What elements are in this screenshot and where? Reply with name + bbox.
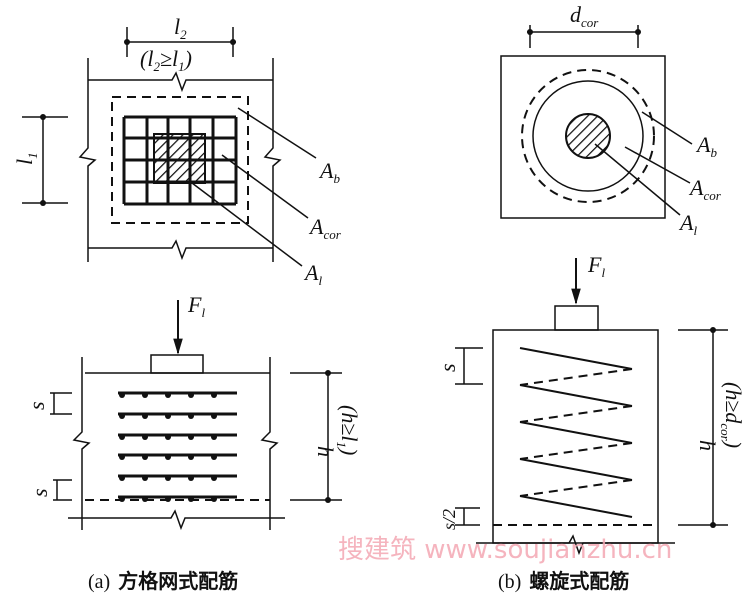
- spiral-back-segment: [519, 368, 633, 386]
- bar-section-dot: [188, 475, 194, 481]
- mesh-layers: [118, 391, 237, 502]
- dimension-l2: l2 (l2≥l1): [124, 14, 236, 74]
- bar-section-dot: [211, 496, 217, 502]
- bar-section-dot: [142, 392, 148, 398]
- caption-a: (a)方格网式配筋: [88, 569, 238, 593]
- bar-section-dot: [211, 413, 217, 419]
- label-Acor: Acor: [308, 214, 342, 242]
- bar-section-dot: [142, 475, 148, 481]
- spiral-reinforcement: [519, 347, 633, 518]
- bar-section-dot: [119, 434, 125, 440]
- dimension-h: h (h≥dcor): [678, 327, 746, 528]
- figure-b-elevation: Fl s s/2 h (h≥dcor) (b)螺旋式配筋: [435, 252, 746, 593]
- bar-section-dot: [188, 454, 194, 460]
- figure-a-plan: l2 (l2≥l1) l1: [12, 14, 342, 288]
- bar-section-dot: [119, 496, 125, 502]
- svg-text:(h≥l1): (h≥l1): [334, 405, 362, 455]
- svg-text:h: h: [313, 446, 338, 457]
- svg-text:(h≥dcor): (h≥dcor): [718, 382, 746, 448]
- l2-condition: (l2≥l1): [140, 46, 192, 74]
- bar-section-dot: [165, 454, 171, 460]
- label-Ab: Ab: [695, 132, 717, 160]
- svg-text:l1: l1: [12, 152, 40, 165]
- spiral-back-segment: [519, 405, 633, 423]
- spiral-front-segment: [519, 347, 633, 370]
- area-Ab-dashed-circle: [521, 69, 655, 203]
- bar-section-dot: [211, 475, 217, 481]
- bar-section-dot: [211, 392, 217, 398]
- dimension-h: h (h≥l1): [290, 370, 362, 503]
- member-outline: [78, 58, 282, 262]
- svg-text:s: s: [27, 488, 52, 497]
- svg-text:h: h: [695, 440, 720, 451]
- dimension-l1: l1: [12, 114, 68, 206]
- bar-section-dot: [165, 475, 171, 481]
- bar-section-dot: [188, 434, 194, 440]
- bar-section-dot: [165, 413, 171, 419]
- bar-section-dot: [211, 454, 217, 460]
- bar-section-dot: [165, 434, 171, 440]
- bar-section-dot: [188, 496, 194, 502]
- dimension-s-half: s/2: [439, 507, 480, 530]
- bearing-plate: [554, 305, 599, 331]
- bar-section-dot: [119, 475, 125, 481]
- figure-a-elevation: Fl s s h (h≥l1) (a)方格网式配筋: [24, 292, 362, 593]
- watermark: 搜建筑 www.soujianzhu.cn: [338, 535, 672, 565]
- bar-section-dot: [211, 434, 217, 440]
- leader-lines: [191, 107, 317, 267]
- area-Ab-dashed: [111, 96, 249, 224]
- svg-text:dcor: dcor: [570, 2, 599, 30]
- dimension-s-top: s: [24, 392, 72, 415]
- spiral-back-segment: [519, 479, 633, 497]
- bearing-plate: [150, 354, 204, 374]
- bar-section-dot: [165, 392, 171, 398]
- dimension-s-bottom: s: [27, 479, 72, 501]
- label-Al: Al: [678, 210, 697, 238]
- bar-section-dot: [142, 413, 148, 419]
- label-force: Fl: [587, 252, 605, 280]
- caption-b: (b)螺旋式配筋: [498, 569, 629, 593]
- bar-section-dot: [119, 454, 125, 460]
- label-force: Fl: [187, 292, 205, 320]
- svg-text:s: s: [435, 363, 460, 372]
- spiral-back-segment: [519, 442, 633, 460]
- bar-section-dot: [119, 392, 125, 398]
- spiral-front-segment: [519, 384, 633, 407]
- bar-section-dot: [188, 392, 194, 398]
- dimension-dcor: dcor: [527, 2, 641, 48]
- spiral-core-circle: [532, 80, 644, 192]
- spiral-front-segment: [519, 458, 633, 481]
- bar-section-dot: [165, 496, 171, 502]
- bar-section-dot: [188, 413, 194, 419]
- label-Al: Al: [303, 260, 322, 288]
- dimension-s: s: [435, 347, 483, 385]
- bar-section-dot: [142, 434, 148, 440]
- bar-section-dot: [142, 496, 148, 502]
- svg-text:l2: l2: [174, 14, 187, 42]
- svg-text:s: s: [24, 401, 49, 410]
- bar-section-dot: [142, 454, 148, 460]
- spiral-front-segment: [519, 421, 633, 444]
- svg-text:s/2: s/2: [439, 509, 459, 530]
- area-Al-hatched: [153, 133, 206, 184]
- spiral-front-segment: [519, 495, 633, 518]
- label-Ab: Ab: [318, 158, 340, 186]
- label-Acor: Acor: [688, 175, 722, 203]
- member-body: [492, 329, 659, 544]
- figure-b-plan: dcor Ab Acor Al: [500, 2, 722, 238]
- bar-section-dot: [119, 413, 125, 419]
